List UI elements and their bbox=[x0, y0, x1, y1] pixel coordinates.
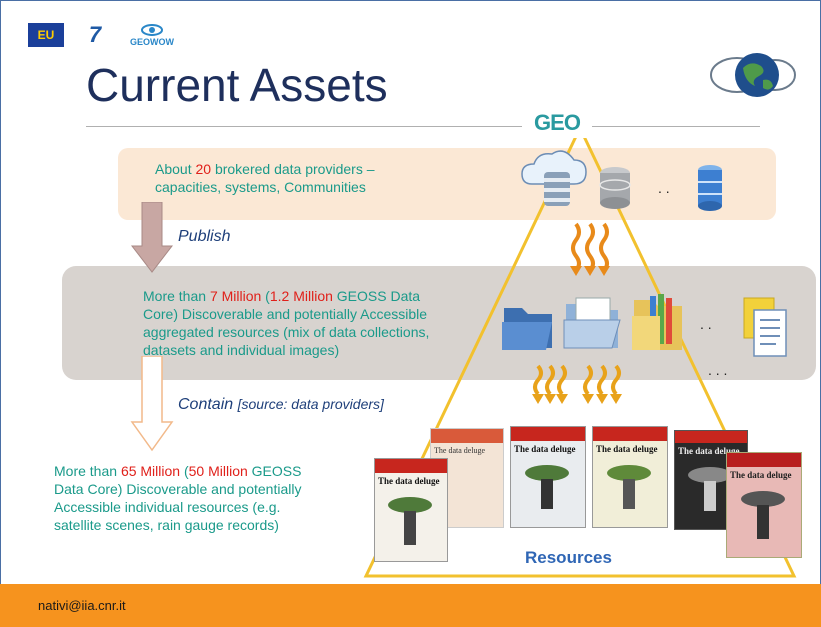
individual-pre: More than bbox=[54, 463, 121, 479]
magazine-art-icon bbox=[388, 497, 432, 545]
database-blue-icon bbox=[698, 165, 722, 211]
aggregated-pre: More than bbox=[143, 288, 210, 304]
magazine-cover: The data deluge bbox=[510, 426, 586, 528]
resources-label: Resources bbox=[525, 548, 612, 567]
magazine-art-icon bbox=[607, 465, 651, 509]
title-divider bbox=[86, 126, 760, 127]
individual-mid1: ( bbox=[180, 463, 189, 479]
contain-arrow-icon bbox=[130, 356, 174, 452]
logo-bar: EU 7 GEOWOW bbox=[28, 22, 178, 48]
magazine-cover: The data deluge bbox=[726, 452, 802, 558]
geowow-text: GEOWOW bbox=[130, 37, 174, 47]
aggregated-line4: datasets and individual images) bbox=[143, 342, 340, 358]
footer-email: nativi@iia.cnr.it bbox=[38, 598, 126, 613]
providers-text: About 20 brokered data providers – capac… bbox=[155, 160, 375, 196]
aggregated-line2: Core) Discoverable and potentially Acces… bbox=[143, 306, 428, 322]
geowow-orbit-icon bbox=[141, 24, 163, 36]
providers-ellipsis: . . bbox=[658, 180, 670, 196]
magazine-art-icon bbox=[741, 491, 785, 539]
aggregated-count: 7 Million bbox=[209, 288, 262, 304]
magazine-cover: The data deluge bbox=[374, 458, 448, 562]
fp7-logo: 7 bbox=[88, 22, 102, 47]
geo-logo-text: GEO bbox=[534, 110, 581, 135]
providers-band bbox=[118, 148, 776, 220]
magazine-art-icon bbox=[525, 465, 569, 509]
magazine-title: The data deluge bbox=[730, 470, 792, 480]
magazine-title: The data deluge bbox=[596, 444, 658, 454]
aggregated-ellipsis: . . bbox=[700, 316, 712, 332]
individual-core-count: 50 Million bbox=[188, 463, 248, 479]
documents-icon bbox=[743, 297, 787, 357]
geo-pyramid bbox=[363, 124, 797, 578]
providers-count: 20 bbox=[195, 161, 212, 177]
resources-ellipsis: . . . bbox=[708, 362, 728, 378]
magazine-art-icon bbox=[688, 467, 732, 511]
slide-title: Current Assets bbox=[86, 59, 388, 111]
footer-bar: nativi@iia.cnr.it bbox=[0, 584, 821, 627]
aggregated-line3: aggregated resources (mix of data collec… bbox=[143, 324, 430, 340]
providers-line2: capacities, systems, Communities bbox=[155, 179, 366, 195]
aggregated-text: More than 7 Million (1.2 Million GEOSS D… bbox=[143, 287, 429, 359]
flow-arrows-bottom-icon bbox=[532, 364, 622, 404]
individual-count: 65 Million bbox=[120, 463, 181, 479]
aggregated-mid2: GEOSS Data bbox=[332, 288, 421, 304]
cloud-database-icon bbox=[521, 150, 587, 206]
folder-blue-icon bbox=[502, 308, 552, 350]
providers-post: brokered data providers – bbox=[211, 161, 375, 177]
folder-open-icon bbox=[563, 297, 621, 349]
database-gray-icon bbox=[599, 167, 631, 209]
providers-pre: About bbox=[155, 161, 196, 177]
magazine-title: The data deluge bbox=[378, 476, 440, 486]
magazine-title: The data deluge bbox=[434, 446, 486, 455]
publish-arrow-icon bbox=[130, 202, 174, 273]
geowow-logo: GEOWOW bbox=[126, 22, 178, 48]
geo-logo: GEO bbox=[522, 108, 592, 138]
magazine-cover: The data deluge bbox=[592, 426, 668, 528]
aggregated-mid1: ( bbox=[261, 288, 270, 304]
publish-label: Publish bbox=[178, 228, 231, 245]
individual-resources-text: More than 65 Million (50 Million GEOSS D… bbox=[54, 462, 301, 534]
folder-files-icon bbox=[632, 294, 682, 350]
individual-mid2: GEOSS bbox=[247, 463, 302, 479]
individual-line4: satellite scenes, rain gauge records) bbox=[54, 517, 279, 533]
aggregated-core-count: 1.2 Million bbox=[269, 288, 333, 304]
globe-logo-icon bbox=[710, 53, 796, 97]
eu-flag-logo: EU bbox=[28, 23, 64, 47]
individual-line3: Accessible individual resources (e.g. bbox=[54, 499, 281, 515]
flow-arrows-top-icon bbox=[570, 222, 610, 276]
contain-verb: Contain bbox=[178, 396, 234, 413]
individual-line2: Data Core) Discoverable and potentially bbox=[54, 481, 302, 497]
contain-label: Contain [source: data providers] bbox=[178, 396, 384, 414]
contain-source: [source: data providers] bbox=[237, 396, 384, 412]
magazine-title: The data deluge bbox=[514, 444, 576, 454]
magazine-title: The data deluge bbox=[678, 446, 740, 456]
